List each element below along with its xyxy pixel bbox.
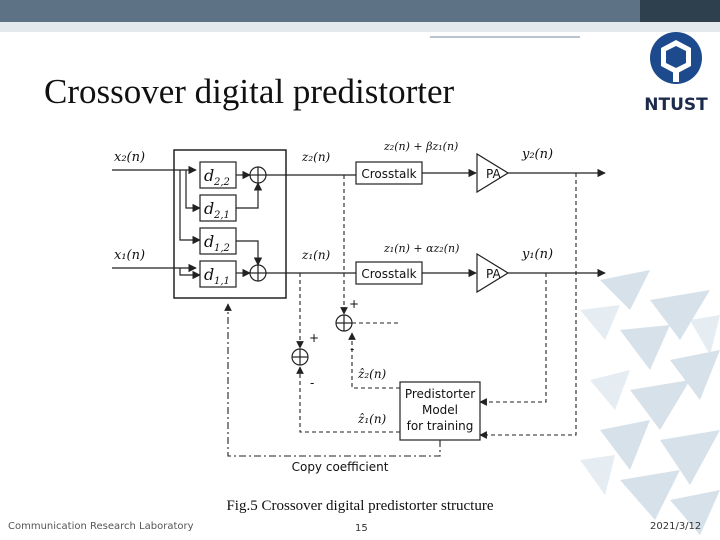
crosstalk-bottom-label: Crosstalk <box>361 267 416 281</box>
signal-z2-label: z₂(n) <box>301 150 331 164</box>
crosstalk-block-bottom: Crosstalk <box>355 261 423 285</box>
d21-to-adder <box>236 182 263 209</box>
block-d22-sub: 2,2 <box>213 177 230 188</box>
z2-hat-line <box>348 332 400 389</box>
crosstalk-top-label: Crosstalk <box>361 167 416 181</box>
signal-z2-mix-label: z₂(n) + βz₁(n) <box>383 140 458 153</box>
error-adder-top <box>335 314 353 332</box>
block-d21-sub: 2,1 <box>213 210 230 221</box>
block-d11: d 1,1 <box>199 260 237 288</box>
model-line-3: for training <box>407 419 474 433</box>
error-adder-bottom <box>291 348 309 366</box>
sign-minus-bottom: - <box>310 376 314 390</box>
crosstalk-block-top: Crosstalk <box>355 161 423 185</box>
decorative-pattern <box>580 270 720 535</box>
signal-z1-hat-label: ẑ₁(n) <box>357 412 387 426</box>
top-bar-accent <box>640 0 720 22</box>
footer-page-number: 15 <box>355 523 368 534</box>
x2-to-d21-line <box>179 170 201 245</box>
signal-z1-label: z₁(n) <box>301 248 331 262</box>
feedback-y1-line <box>479 273 547 406</box>
model-line-1: Predistorter <box>405 387 475 401</box>
block-d11-sub: 1,1 <box>214 276 230 287</box>
model-line-2: Model <box>422 403 458 417</box>
footer-lab-name: Communication Research Laboratory <box>8 521 194 532</box>
predistorter-model-block: Predistorter Model for training <box>399 381 481 441</box>
dpd-block <box>173 149 287 299</box>
block-d22-main: d <box>204 166 214 185</box>
sign-plus-bottom: + <box>309 331 319 345</box>
logo-text: NTUST <box>644 95 708 115</box>
block-d12-sub: 1,2 <box>214 243 230 254</box>
output-label-y2: y₂(n) <box>521 147 553 162</box>
block-d12: d 1,2 <box>199 227 237 255</box>
pa-top-label: PA <box>486 167 501 181</box>
pa-block-bottom: PA <box>476 252 510 294</box>
output-label-y1: y₁(n) <box>521 247 553 262</box>
signal-z2-hat-label: ẑ₂(n) <box>357 367 387 381</box>
x2-to-d21b-line <box>185 170 201 213</box>
copy-coefficient-line <box>224 303 441 457</box>
figure-caption: Fig.5 Crossover digital predistorter str… <box>226 498 494 514</box>
top-bar <box>0 0 720 22</box>
block-d12-main: d <box>204 232 214 251</box>
z1-hat-line <box>296 366 400 433</box>
feedback-y2-line <box>479 173 577 439</box>
adder-dpd-top <box>249 166 267 184</box>
slide-title: Crossover digital predistorter <box>44 72 455 111</box>
predistorter-diagram: x₂(n) x₁(n) d 2,2 d 2,1 d 1,2 d 1,1 <box>112 140 606 474</box>
adder-dpd-bottom <box>249 264 267 282</box>
input-label-x1: x₁(n) <box>114 248 145 263</box>
pa-block-top: PA <box>476 152 510 194</box>
logo-emblem-icon <box>650 32 702 84</box>
header-rule <box>430 36 580 38</box>
d12-to-adder <box>236 240 263 266</box>
ntust-logo: NTUST <box>644 32 708 115</box>
signal-z1-mix-label: z₁(n) + αz₂(n) <box>383 242 459 255</box>
sign-plus-top: + <box>349 297 359 311</box>
block-d21: d 2,1 <box>199 194 237 222</box>
block-d22: d 2,2 <box>199 161 237 189</box>
x1-to-d11-line <box>179 268 201 280</box>
header-band <box>0 22 720 32</box>
block-d11-main: d <box>204 265 214 284</box>
block-d21-main: d <box>204 199 214 218</box>
footer-date: 2021/3/12 <box>650 521 702 532</box>
pa-bottom-label: PA <box>486 267 501 281</box>
input-label-x2: x₂(n) <box>114 150 145 165</box>
copy-coefficient-label: Copy coefficient <box>292 460 389 474</box>
